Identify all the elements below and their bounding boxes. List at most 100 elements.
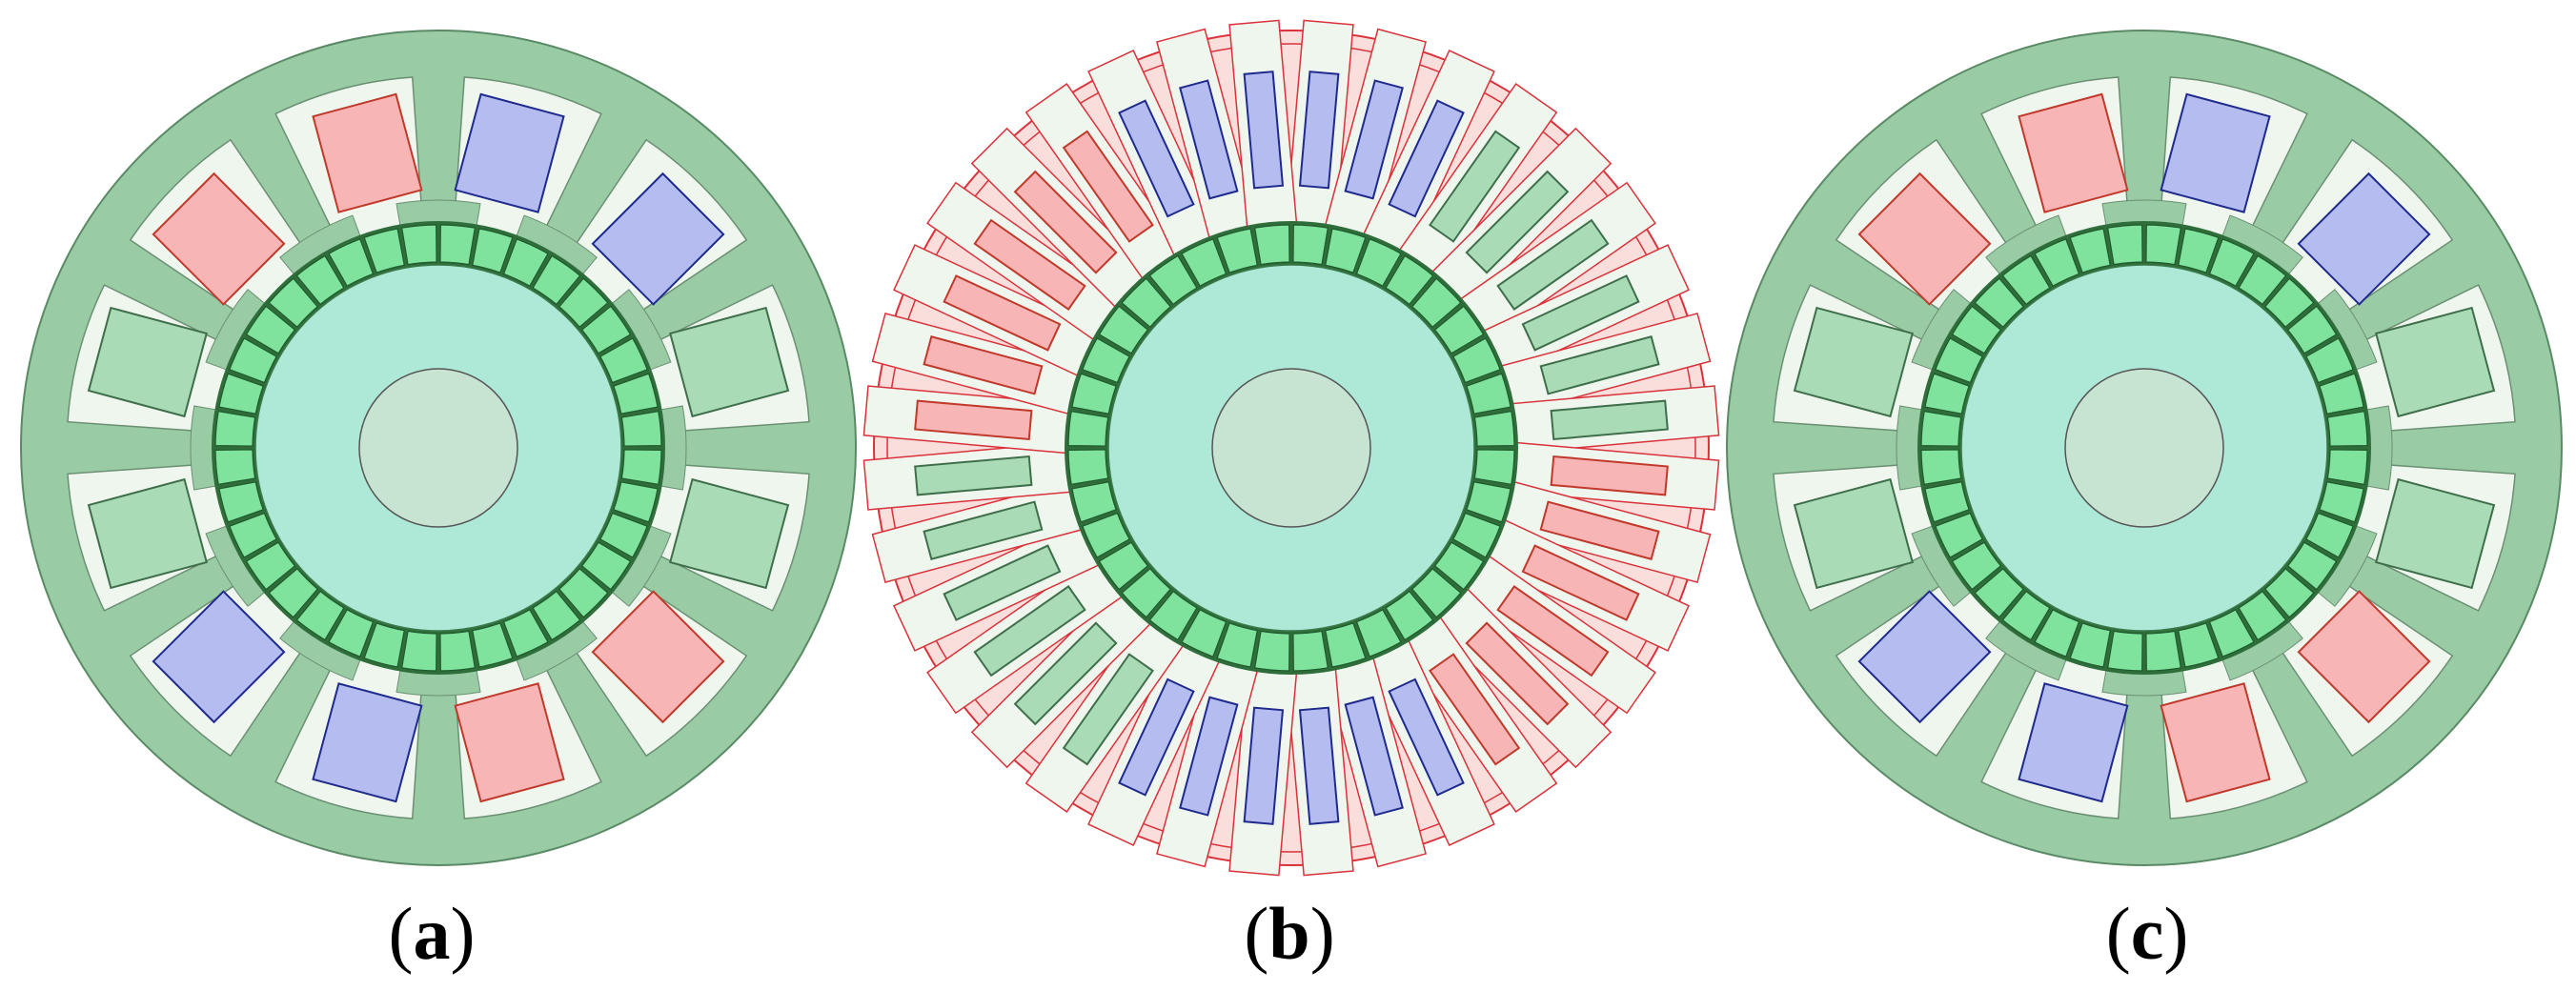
coil [1539, 500, 1660, 560]
machine-b-diagram [862, 19, 1720, 877]
rotor-magnet [1935, 512, 1983, 558]
coil [1388, 99, 1465, 218]
rotor-magnet [580, 305, 632, 354]
rotor-magnet [1082, 512, 1130, 558]
rotor-magnet [2145, 224, 2182, 266]
rotor-magnet [1410, 567, 1462, 618]
caption-b-letter: b [1268, 892, 1310, 975]
caption-c: (c) [2105, 892, 2189, 975]
rotor-magnet [502, 238, 549, 287]
rotor-magnet [1951, 305, 2002, 354]
rotor-magnet [245, 541, 296, 591]
rotor-magnet [613, 481, 659, 523]
rotor-magnet [599, 512, 648, 558]
rotor-magnet [1433, 305, 1485, 354]
rotor-magnet [2001, 254, 2051, 306]
rotor-magnet [2106, 224, 2143, 266]
rotor-magnet [2069, 622, 2111, 668]
rotor-magnet [245, 305, 296, 354]
rotor-magnet [1067, 449, 1109, 486]
rotor-magnet [1148, 590, 1198, 641]
rotor-magnet [2238, 254, 2287, 306]
coil [2018, 682, 2129, 803]
rotor-magnet [580, 541, 632, 591]
rotor-magnet [2238, 590, 2287, 641]
caption-a: (a) [388, 892, 476, 975]
coil [2374, 306, 2496, 418]
rotor-magnet [1920, 449, 1962, 486]
rotor-magnet [1385, 590, 1434, 641]
rotor-magnet [2034, 609, 2080, 657]
coil [312, 682, 423, 803]
coil [1179, 79, 1239, 200]
rotor-magnet [472, 228, 514, 273]
rotor-magnet [268, 277, 319, 329]
rotor-magnet [328, 609, 375, 657]
coil [152, 590, 286, 724]
rotor-magnet [1098, 305, 1149, 354]
coil [1298, 706, 1340, 825]
rotor-magnet [620, 449, 662, 486]
coil [1550, 455, 1669, 496]
coil [1179, 696, 1239, 817]
caption-a-letter: a [413, 892, 451, 975]
coil [87, 477, 209, 590]
stator-yoke-inner-edge [886, 43, 1696, 853]
rotor-magnet [2305, 512, 2354, 558]
coil [923, 500, 1044, 560]
rotor-magnet [2001, 590, 2051, 641]
rotor-magnet [218, 373, 264, 415]
rotor-magnet [599, 337, 648, 384]
coil [923, 335, 1044, 395]
coil [1793, 306, 1915, 418]
coil [973, 218, 1086, 311]
rotor-magnet [1216, 622, 1258, 668]
coil [1344, 79, 1404, 200]
coil [1344, 696, 1404, 817]
machine-c-diagram [1726, 30, 2563, 866]
rotor-magnet [1067, 410, 1109, 447]
rotor-magnet [218, 481, 264, 523]
shaft [358, 368, 518, 528]
coil [1521, 274, 1640, 352]
coil [1243, 706, 1285, 825]
rotor-magnet [472, 622, 514, 668]
rotor-magnet [1071, 481, 1117, 523]
coil [943, 274, 1062, 352]
rotor-magnet [1935, 337, 1983, 384]
rotor-magnet [532, 590, 581, 641]
rotor-magnet [1974, 277, 2025, 329]
coil [943, 544, 1062, 621]
rotor-magnet [1466, 481, 1511, 523]
rotor-magnet [1410, 277, 1462, 329]
rotor-magnet [1473, 449, 1515, 486]
rotor-magnet [1466, 373, 1511, 415]
coil [2160, 92, 2271, 213]
coil [914, 399, 1033, 441]
coil [1062, 653, 1154, 766]
rotor-magnet [2145, 630, 2182, 672]
rotor-magnet [2326, 410, 2368, 447]
rotor-magnet [295, 590, 345, 641]
rotor-magnet [1098, 541, 1149, 591]
coil [1857, 172, 1992, 306]
rotor-magnet [1473, 410, 1515, 447]
machine-a-diagram [20, 30, 857, 866]
coil [1013, 621, 1118, 726]
rotor-magnet [558, 277, 609, 329]
rotor-magnet [1216, 228, 1258, 273]
rotor-magnet [1181, 609, 1227, 657]
rotor-magnet [2208, 238, 2255, 287]
rotor-magnet [1974, 567, 2025, 618]
coil [1118, 99, 1195, 218]
rotor-magnet [229, 337, 277, 384]
rotor-magnet [1121, 277, 1172, 329]
rotor-magnet [1924, 373, 1970, 415]
rotor-magnet [2319, 481, 2364, 523]
rotor-magnet [2286, 305, 2338, 354]
coil [2018, 92, 2129, 213]
rotor-magnet [1121, 567, 1172, 618]
rotor-magnet [1071, 373, 1117, 415]
coil [668, 306, 790, 418]
